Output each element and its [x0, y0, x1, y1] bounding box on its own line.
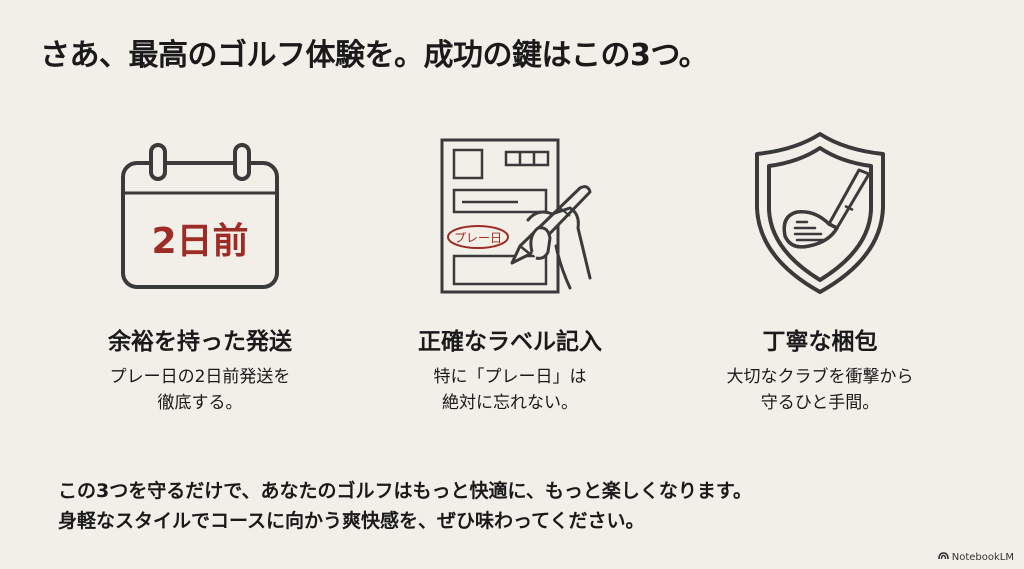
card-description: 特に「プレー日」は 絶対に忘れない。 [433, 367, 587, 413]
tip-card-packing: 丁寧な梱包 大切なクラブを衝撃から 守るひと手間。 [660, 118, 980, 416]
shipping-label-with-pen-icon: プレー日 [350, 118, 670, 308]
card-heading: 余裕を持った発送 [108, 329, 292, 355]
slide-title: さあ、最高のゴルフ体験を。成功の鍵はこの3つ。 [40, 38, 709, 73]
brand-watermark: NotebookLM [937, 551, 1014, 563]
card-heading: 丁寧な梱包 [762, 329, 878, 355]
card-description: 大切なクラブを衝撃から 守るひと手間。 [726, 367, 914, 413]
closing-line-2: 身軽なスタイルでコースに向かう爽快感を、ぜひ味わってください。 [58, 510, 645, 532]
tip-card-shipping: 2日前 余裕を持った発送 プレー日の2日前発送を 徹底する。 [40, 118, 360, 416]
play-date-circled-label: プレー日 [454, 231, 502, 245]
notebooklm-logo-icon [937, 551, 949, 563]
shield-golf-club-icon [660, 118, 980, 308]
tip-card-label: プレー日 正確なラベル記入 特に「プレー日」は 絶対に忘れない。 [350, 118, 670, 416]
calendar-icon: 2日前 [40, 118, 360, 308]
card-description: プレー日の2日前発送を 徹底する。 [109, 367, 291, 413]
card-heading: 正確なラベル記入 [418, 329, 602, 355]
closing-line-1: この3つを守るだけで、あなたのゴルフはもっと快適に、もっと楽しくなります。 [58, 480, 752, 502]
calendar-label: 2日前 [151, 221, 248, 262]
brand-label: NotebookLM [951, 551, 1014, 563]
closing-message: この3つを守るだけで、あなたのゴルフはもっと快適に、もっと楽しくなります。 身軽… [58, 476, 752, 536]
